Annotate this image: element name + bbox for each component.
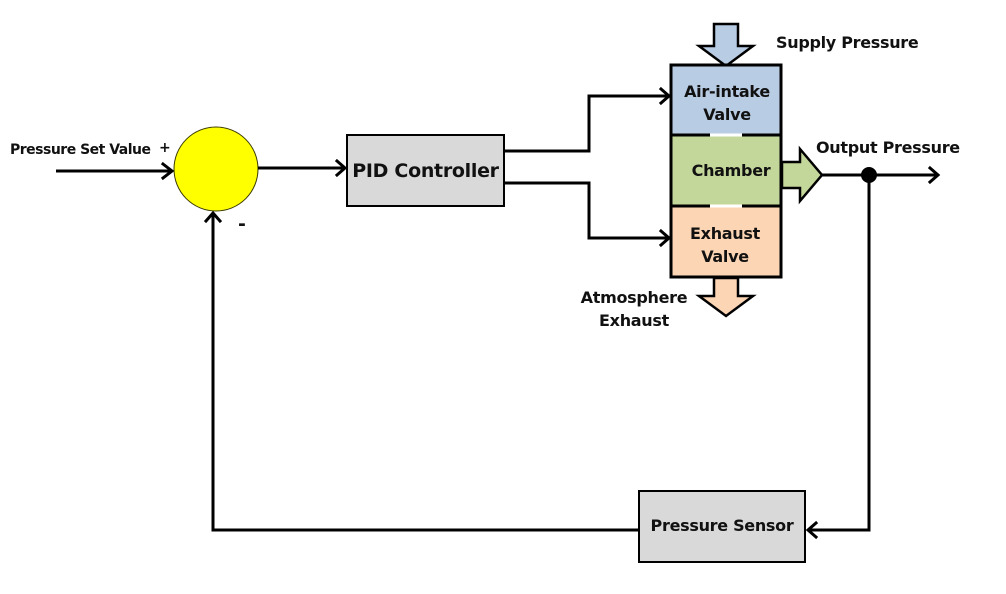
pid-to-exhaust-arrow [505, 181, 672, 248]
pid-controller-block[interactable] [346, 134, 505, 207]
minus-sign: - [238, 213, 246, 235]
supply-pressure-arrow-icon [695, 22, 757, 68]
air-intake-label-line1: Air-intake [684, 82, 770, 101]
pressure-sensor-block[interactable] [638, 490, 806, 563]
valve-stack [669, 63, 783, 279]
junction-to-pid-arrow [258, 158, 348, 178]
supply-pressure-label: Supply Pressure [776, 33, 919, 52]
pid-controller-label: PID Controller [352, 160, 499, 182]
air-intake-label-line2: Valve [703, 105, 751, 124]
exhaust-label-line1: Exhaust [690, 224, 761, 243]
exhaust-label-line2: Valve [701, 247, 749, 266]
feedback-to-sensor-arrow [805, 175, 871, 540]
summing-junction[interactable] [173, 126, 259, 212]
input-label: Pressure Set Value [10, 142, 151, 158]
pid-to-air-intake-arrow [505, 86, 672, 153]
input-arrow [56, 161, 175, 181]
pressure-sensor-label: Pressure Sensor [651, 516, 794, 535]
plus-sign: + [159, 140, 170, 156]
feedback-to-junction-arrow [203, 210, 639, 532]
exhaust-valve[interactable] [671, 206, 781, 277]
atmosphere-exhaust-arrow-icon [695, 276, 757, 318]
chamber[interactable] [671, 135, 781, 206]
chamber-output-arrow-icon [780, 145, 824, 205]
air-intake-valve[interactable] [671, 65, 781, 135]
chamber-label: Chamber [692, 161, 771, 180]
atmosphere-label-line1: Atmosphere [581, 288, 688, 307]
output-pressure-arrow [822, 165, 941, 185]
output-pressure-label: Output Pressure [816, 138, 960, 157]
atmosphere-label-line2: Exhaust [599, 311, 670, 330]
